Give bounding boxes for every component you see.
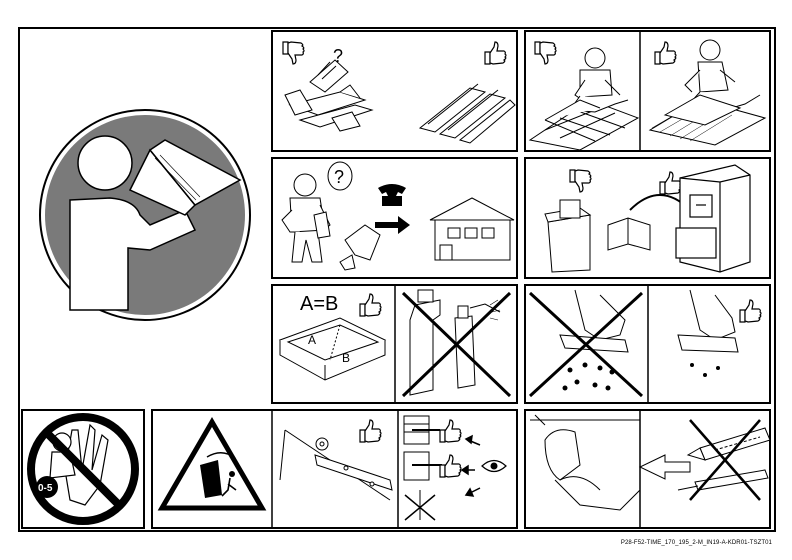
- tip-over-warning-icon: [157, 417, 267, 511]
- fixing-options: [403, 415, 442, 521]
- thumbs-down-icon: [570, 170, 591, 192]
- box-label-a: A: [308, 333, 316, 347]
- box-label-b: B: [342, 351, 350, 365]
- panel-keep-manual: [524, 157, 771, 279]
- no-children-icon: 0-5: [27, 413, 139, 525]
- thumbs-down-icon: [535, 42, 556, 64]
- drawer-box: [278, 317, 387, 381]
- panel-children: [21, 409, 145, 529]
- panel-call-store: [271, 157, 518, 279]
- hand-dry-cloth: [677, 289, 739, 353]
- water-drops: [562, 362, 615, 391]
- messy-parts-illustration: [284, 59, 374, 132]
- open-box-by-hand: [530, 414, 641, 511]
- panel-assembly-surface: [271, 30, 518, 152]
- hand-wet-cloth: [559, 289, 629, 353]
- warehouse-icon: [429, 197, 515, 261]
- thumbs-up-icon: [359, 293, 382, 317]
- thumbs-up-icon: [439, 419, 462, 443]
- pointer-arrows: [460, 434, 481, 497]
- person-on-rug: [648, 39, 767, 146]
- manual-booklet: [607, 217, 651, 251]
- question-mark-2: ?: [334, 167, 344, 187]
- thumbs-up-icon: [439, 454, 462, 478]
- panel-floor-assembly: [524, 30, 771, 152]
- stacked-boards-illustration: [418, 83, 516, 144]
- wall-bracket: [279, 429, 393, 501]
- filing-cabinet-icon: [675, 164, 751, 273]
- arrow-left-icon: [638, 454, 691, 480]
- panel-unpack: [524, 409, 771, 529]
- confused-person: [281, 173, 381, 271]
- waste-bin: [544, 199, 592, 273]
- thumbs-up-icon: [659, 171, 682, 195]
- read-manual-icon: [39, 109, 251, 321]
- person-on-hard-floor: [528, 47, 640, 151]
- eye-icon: [481, 459, 507, 473]
- arrow-right-icon: [375, 216, 410, 234]
- age-range-badge: 0-5: [38, 483, 53, 494]
- no-wet-cleaning-icon: [528, 291, 644, 398]
- equation-label: A=B: [300, 293, 338, 315]
- thumbs-up-icon: [654, 41, 677, 65]
- document-code: P28-F52-TIME_170_195_2-M_IN19-A-KDR01-TS…: [620, 540, 772, 546]
- panel-wall-anchor: [151, 409, 518, 529]
- question-mark-1: ?: [333, 46, 343, 66]
- no-chemicals-icon: [401, 291, 512, 398]
- thumbs-up-icon: [359, 419, 382, 443]
- thumbs-up-icon: [739, 299, 762, 323]
- thumbs-up-icon: [484, 41, 507, 65]
- telephone-icon: [378, 184, 406, 206]
- thumbs-down-icon: [283, 42, 304, 64]
- no-knife-icon: [689, 419, 761, 501]
